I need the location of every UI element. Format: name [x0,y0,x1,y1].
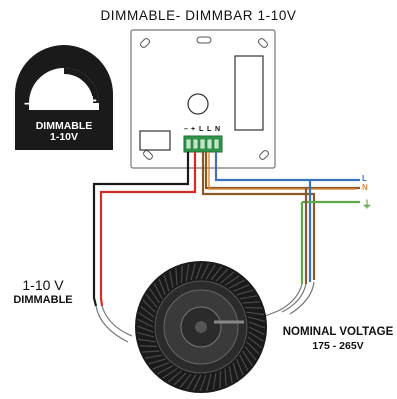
badge-label: DIMMABLE 1-10V [15,121,113,143]
fan-blade [190,263,196,281]
fan-blade [232,362,239,380]
fan-blade [239,295,258,300]
fan-blade [145,293,158,308]
display-window [234,55,264,131]
fan-blade [219,370,222,389]
fan-blade [175,268,178,286]
fan-blade [136,325,154,333]
fan-blade [192,374,202,391]
fan-blade [139,345,158,348]
voltage-label-line1: NOMINAL VOLTAGE [282,326,394,338]
fan-blade [239,354,249,371]
fan-blade [195,262,203,280]
fan-blade [148,358,166,365]
badge-line1: DIMMABLE [35,120,93,132]
fan-blade [163,274,170,292]
fan-blade [169,270,174,289]
badge-plus: + [87,91,97,110]
wire-label-live: L [362,174,367,183]
badge-minus: – [24,93,34,112]
mounting-slots [140,36,269,160]
fan-blade [224,275,240,286]
dimmable-badge [15,45,113,151]
terminal-label-n: N [215,126,221,133]
fan-blade [215,268,229,282]
terminal-label-plus: + [191,126,196,133]
fan-blade [232,284,250,292]
fan-blade [242,301,260,304]
fan-blade [167,370,182,383]
fan-blade [152,362,170,370]
fan-blade [149,288,160,304]
fan-blade [185,264,190,282]
fan-blade [199,374,207,392]
fan-blade [246,311,264,316]
fan-blade [162,368,178,379]
wire-label-neutral: N [362,183,368,192]
terminal-label-minus: – [184,126,188,133]
fan-blade [224,368,227,386]
voltage-label: NOMINAL VOLTAGE 175 - 265V [276,325,397,353]
controller-wires [92,152,360,307]
earth-icon: ⏚ [362,200,372,211]
fan-blade [248,331,264,342]
diagram-title: DIMMABLE- DIMMBAR 1-10V [100,8,297,23]
fan-blade [248,326,265,336]
voltage-label-line2: 175 - 265V [312,340,364,352]
fan-blade [242,350,253,366]
fan-blade [180,265,183,284]
fan-blade [210,266,223,281]
fan-blade [220,271,235,284]
dimming-label-line2: DIMMABLE [13,294,73,306]
fan-blade [244,306,263,309]
fan-blade [144,354,163,359]
fan-blade [212,372,217,390]
fan-blade [173,372,187,386]
fan-blade [142,350,160,353]
fan-blade [137,332,155,338]
fan-blade [247,336,262,349]
fan-blade [205,264,216,280]
fan-blade [142,299,156,313]
fan-blade [186,374,197,390]
dial-knob[interactable] [187,93,209,115]
fan-blade [138,312,154,323]
fan-blade [236,289,254,296]
terminal-label-l2: L [207,126,212,133]
fan-blade [248,321,266,329]
dimming-label-line1: 1-10 V [22,277,64,293]
terminal-screws [185,138,220,150]
fan-blade [157,365,174,375]
fan-blade [244,346,257,361]
fan-blade [179,373,192,388]
terminal-label-l1: L [199,126,204,133]
fan-blade [200,263,210,280]
fan-blade [246,341,260,355]
fan-blade [228,365,233,384]
fan-blade [153,283,163,300]
fan-blade [206,373,212,391]
badge-line2: 1-10V [49,131,79,143]
blower-fan [135,261,267,393]
dimming-label: 1-10 V DIMMABLE [6,278,80,308]
label-plate [139,130,171,151]
fan-blade [140,305,155,318]
fan-blade [138,338,156,343]
fan-blade [228,279,245,289]
fan-blade [236,358,244,376]
fan-blade [247,316,265,322]
fan-blade [137,318,154,328]
fan-blade [158,278,166,296]
